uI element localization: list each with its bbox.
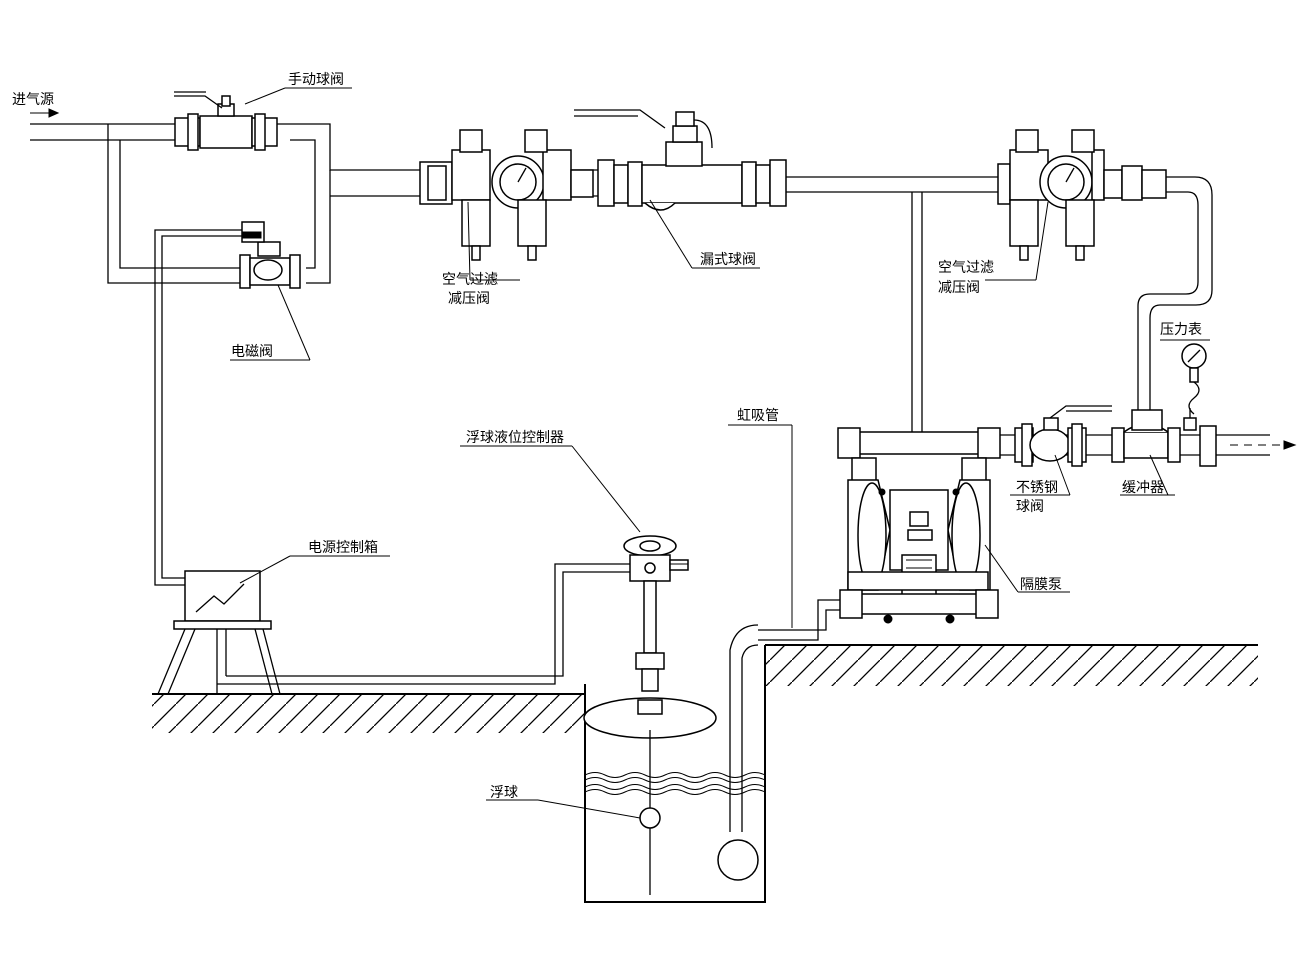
- float-level-controller: [460, 445, 717, 895]
- ground-left: [152, 693, 585, 733]
- filter-regulator-2: [985, 129, 1167, 281]
- diaphragm-pump: [837, 427, 1070, 624]
- control-wire: [154, 229, 242, 586]
- label-ss-ball-valve-line1: 不锈钢: [1016, 480, 1058, 496]
- label-power-control-box: 电源控制箱: [308, 540, 378, 556]
- label-filter-regulator-1-line2: 减压阀: [448, 291, 490, 307]
- label-float-level-controller: 浮球液位控制器: [466, 430, 564, 446]
- label-diaphragm-pump: 隔膜泵: [1020, 577, 1062, 593]
- label-leak-ball-valve: 漏式球阀: [700, 252, 756, 268]
- pressure-gauge: [1160, 339, 1210, 415]
- label-solenoid-valve: 电磁阀: [231, 344, 273, 360]
- pulsation-damper: [1111, 408, 1217, 496]
- liquid-tank: [584, 645, 766, 903]
- label-filter-regulator-1-line1: 空气过滤: [442, 272, 498, 288]
- label-manual-ball-valve: 手动球阀: [288, 72, 344, 88]
- filter-regulator-1: [419, 129, 594, 281]
- label-pressure-gauge: 压力表: [1160, 322, 1202, 338]
- manual-ball-valve: [174, 87, 352, 151]
- label-ss-ball-valve-line2: 球阀: [1016, 499, 1044, 515]
- label-siphon-pipe: 虹吸管: [737, 408, 779, 424]
- solenoid-valve: [230, 221, 311, 361]
- float-ball-leader: [486, 799, 641, 819]
- label-float-ball: 浮球: [490, 785, 518, 801]
- leak-ball-valve: [574, 109, 787, 269]
- label-filter-regulator-2-line1: 空气过滤: [938, 260, 994, 276]
- air-inlet-arrow: [30, 108, 60, 118]
- stainless-ball-valve: [1010, 405, 1112, 496]
- label-pulsation-damper: 缓冲器: [1122, 480, 1164, 496]
- power-control-box: [157, 555, 688, 695]
- label-air-inlet: 进气源: [12, 92, 54, 108]
- siphon-pipe: [717, 424, 840, 881]
- label-filter-regulator-2-line2: 减压阀: [938, 280, 980, 296]
- ground-right: [765, 644, 1258, 686]
